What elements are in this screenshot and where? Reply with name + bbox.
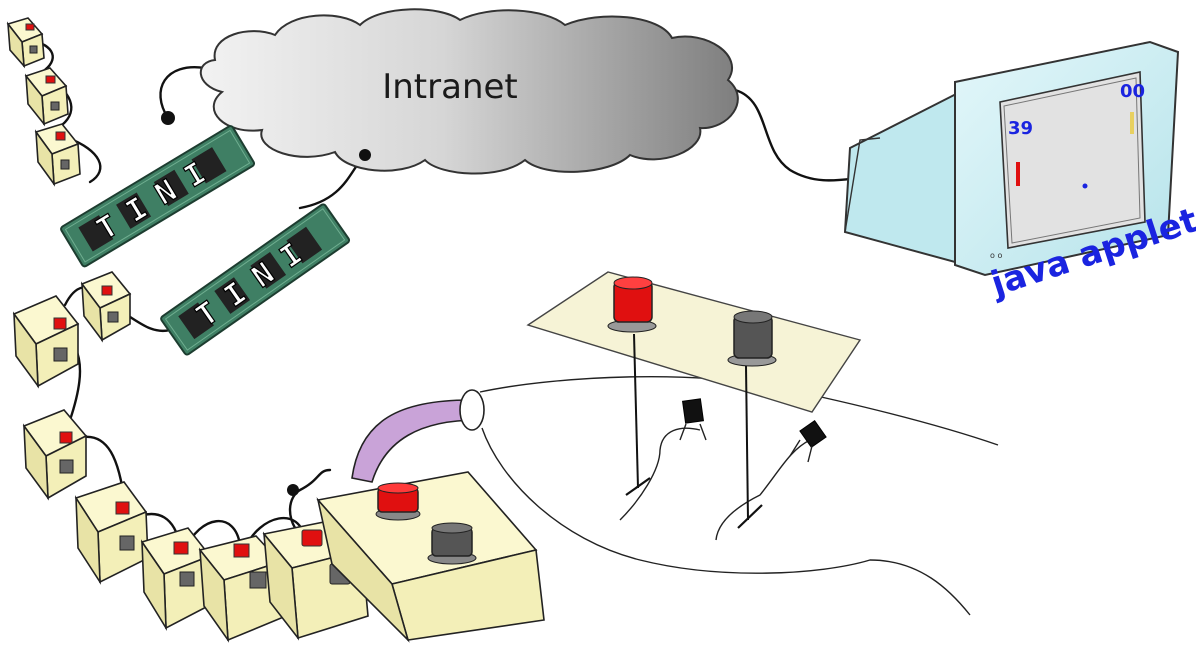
device-box: [74, 481, 149, 585]
intranet-cloud: Intranet: [161, 8, 739, 175]
score-left: 39: [1008, 118, 1033, 139]
small-box-chain-top: [6, 17, 81, 187]
device-box: [34, 123, 81, 187]
ribbon-cable: [351, 389, 485, 483]
device-box: [22, 409, 88, 501]
ball: [1082, 183, 1088, 189]
device-box: [80, 271, 132, 343]
svg-text:o o: o o: [990, 251, 1002, 260]
switch-sketch: [479, 271, 999, 616]
connector-dot: [161, 111, 175, 125]
tini-board-1: TINI: [60, 125, 256, 268]
tini-board-2: TINI: [160, 203, 351, 356]
box-chain-bottom: [12, 271, 545, 643]
device-box-large: [316, 471, 545, 643]
score-right: 00: [1120, 81, 1145, 102]
connector-dot: [359, 149, 371, 161]
monitor: 39 00 o o: [843, 40, 1180, 277]
tini-label-2: TINI: [190, 227, 322, 334]
connector-dot: [287, 484, 299, 496]
device-box: [262, 519, 369, 641]
paddle-left: [1016, 162, 1020, 186]
device-box: [24, 67, 69, 127]
device-box: [6, 17, 45, 69]
paddle-right: [1130, 112, 1134, 134]
device-box: [12, 295, 80, 389]
intranet-label: Intranet: [382, 67, 518, 107]
